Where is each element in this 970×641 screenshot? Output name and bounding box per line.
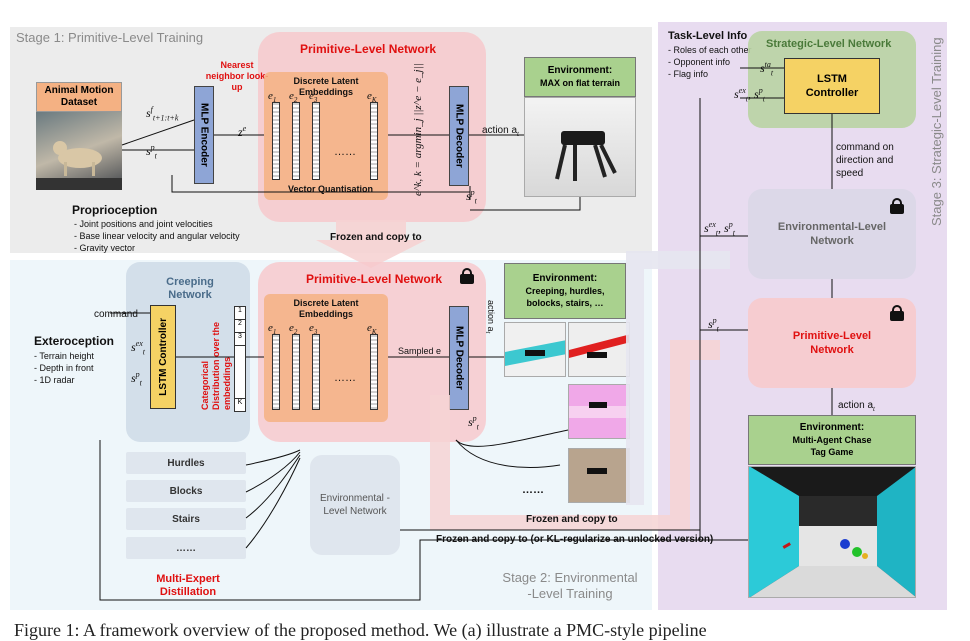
frozen-label-2b: Frozen and copy to (or KL-regularize an … bbox=[436, 534, 714, 545]
e3-label: e3 bbox=[309, 90, 318, 105]
nearest-neighbor-label: Nearest neighbor look-up bbox=[205, 60, 269, 92]
embedding2-e2 bbox=[292, 334, 300, 410]
frozen-label-2a: Frozen and copy to bbox=[526, 514, 618, 525]
cat-cell-1: 1 bbox=[234, 307, 246, 320]
animal-dataset-box: Animal Motion Dataset bbox=[36, 82, 122, 112]
expert-more: …… bbox=[126, 537, 246, 559]
env-image-1 bbox=[524, 97, 636, 197]
s-ta-label: stat bbox=[760, 60, 774, 78]
eK-label: eK bbox=[367, 90, 377, 105]
command-direction: command on direction and speed bbox=[836, 142, 894, 179]
s-ex-p-label-3b: sext, spt bbox=[704, 220, 735, 238]
expert-hurdles: Hurdles bbox=[126, 452, 246, 474]
env-level-network-2: Environmental -Level Network bbox=[310, 455, 400, 555]
argmin-equation: e^k, k = argmin_j ||z^e − e_j|| bbox=[412, 63, 424, 196]
proprio-item-2: - Base linear velocity and angular veloc… bbox=[74, 231, 240, 241]
e2-label-2: e2 bbox=[289, 322, 298, 337]
dots-2: …… bbox=[334, 372, 356, 384]
cat-cell-K: K bbox=[237, 399, 243, 406]
robot-dog-image-1 bbox=[555, 131, 617, 181]
stage1-label: Stage 1: Primitive-Level Training bbox=[16, 30, 204, 45]
stage2-label: Stage 2: Environmental-Level Training bbox=[502, 570, 638, 601]
stage3-label: Stage 3: Strategic-Level Training bbox=[929, 37, 944, 226]
e2-label: e2 bbox=[289, 90, 298, 105]
task-info-title: Task-Level Info bbox=[668, 30, 748, 42]
dog-photo bbox=[36, 112, 122, 190]
cat-cell-3: 3 bbox=[234, 333, 246, 346]
chase-tag-image bbox=[748, 466, 916, 598]
prim-level-network-3: Primitive-Level Network bbox=[748, 298, 916, 388]
frozen-label-1: Frozen and copy to bbox=[330, 232, 422, 243]
distill-label: Multi-Expert Distillation bbox=[156, 573, 220, 598]
mlp-encoder: MLP Encoder bbox=[194, 86, 214, 184]
embedding-e3 bbox=[312, 102, 320, 180]
lock-icon-env-3 bbox=[890, 198, 904, 214]
s-p-label-1b: spt bbox=[466, 188, 477, 206]
eK-label-2: eK bbox=[367, 322, 377, 337]
embedding-e2 bbox=[292, 102, 300, 180]
mlp-decoder-1: MLP Decoder bbox=[449, 86, 469, 186]
chase-tag-arena bbox=[749, 467, 915, 597]
extero-item-1: - Terrain height bbox=[34, 351, 94, 361]
embeddings-title-2: Discrete Latent Embeddings bbox=[293, 298, 359, 319]
extero-item-2: - Depth in front bbox=[34, 363, 94, 373]
strategic-title: Strategic-Level Network bbox=[766, 38, 892, 50]
command-label: command bbox=[94, 309, 138, 320]
action-label-3: action at bbox=[838, 400, 875, 413]
env-level-network-3: Environmental-Level Network bbox=[748, 189, 916, 279]
embedding-e1 bbox=[272, 102, 280, 180]
s-p-label-3: spt bbox=[708, 316, 719, 334]
frozen-arrows-2 bbox=[430, 251, 730, 530]
lstm-controller-2: LSTM Controller bbox=[150, 305, 176, 409]
extero-item-3: - 1D radar bbox=[34, 375, 75, 385]
primitive-network-title-2: Primitive-Level Network bbox=[306, 272, 443, 286]
s-p-label-2: spt bbox=[131, 370, 142, 388]
env-box-1: Environment:MAX on flat terrain bbox=[524, 57, 636, 97]
categorical-label: Categorical Distribution over the embedd… bbox=[200, 321, 232, 410]
proprio-item-1: - Joint positions and joint velocities bbox=[74, 219, 213, 229]
frozen-arrow-1 bbox=[316, 220, 426, 268]
dots-1: …… bbox=[334, 146, 356, 158]
lock-icon-primitive-2 bbox=[460, 268, 474, 284]
dog-image bbox=[36, 141, 122, 190]
task-item-2: - Opponent info bbox=[668, 57, 731, 67]
e1-label-2: e1 bbox=[268, 322, 277, 337]
s-ex-label-2: sext bbox=[131, 339, 146, 357]
embedding-eK bbox=[370, 102, 378, 180]
embeddings-title-1: Discrete Latent Embeddings bbox=[293, 76, 359, 97]
s-p-label-1: spt bbox=[146, 143, 157, 161]
categorical-vector: 1 2 3 K bbox=[234, 306, 246, 412]
expert-blocks: Blocks bbox=[126, 480, 246, 502]
e1-label: e1 bbox=[268, 90, 277, 105]
env-box-2: Environment:Creeping, hurdles, bolocks, … bbox=[504, 263, 626, 319]
primitive-network-title-1: Primitive-Level Network bbox=[300, 42, 437, 56]
s-future-label: sft+1:t+k bbox=[146, 105, 179, 123]
cat-cell-2: 2 bbox=[234, 320, 246, 333]
exteroception-title: Exteroception bbox=[34, 334, 115, 348]
task-item-1: - Roles of each other bbox=[668, 45, 752, 55]
action-label-1: action at bbox=[482, 125, 519, 138]
creeping-title: Creeping Network bbox=[166, 276, 214, 301]
figure-caption: Figure 1: A framework overview of the pr… bbox=[14, 620, 707, 640]
embedding2-eK bbox=[370, 334, 378, 410]
proprio-item-3: - Gravity vector bbox=[74, 243, 136, 253]
embedding2-e1 bbox=[272, 334, 280, 410]
task-item-3: - Flag info bbox=[668, 69, 709, 79]
lock-icon-prim-3 bbox=[890, 305, 904, 321]
e3-label-2: e3 bbox=[309, 322, 318, 337]
vq-label: Vector Quantisation bbox=[288, 184, 374, 194]
s-ex-p-label-3a: sext, spt bbox=[734, 86, 765, 104]
embedding2-e3 bbox=[312, 334, 320, 410]
env-box-3: Environment:Multi-Agent Chase Tag Game bbox=[748, 415, 916, 465]
z-e-label: ze bbox=[238, 124, 247, 139]
lstm-controller-3: LSTM Controller bbox=[784, 58, 880, 114]
proprio-title: Proprioception bbox=[72, 203, 158, 217]
expert-stairs: Stairs bbox=[126, 508, 246, 530]
